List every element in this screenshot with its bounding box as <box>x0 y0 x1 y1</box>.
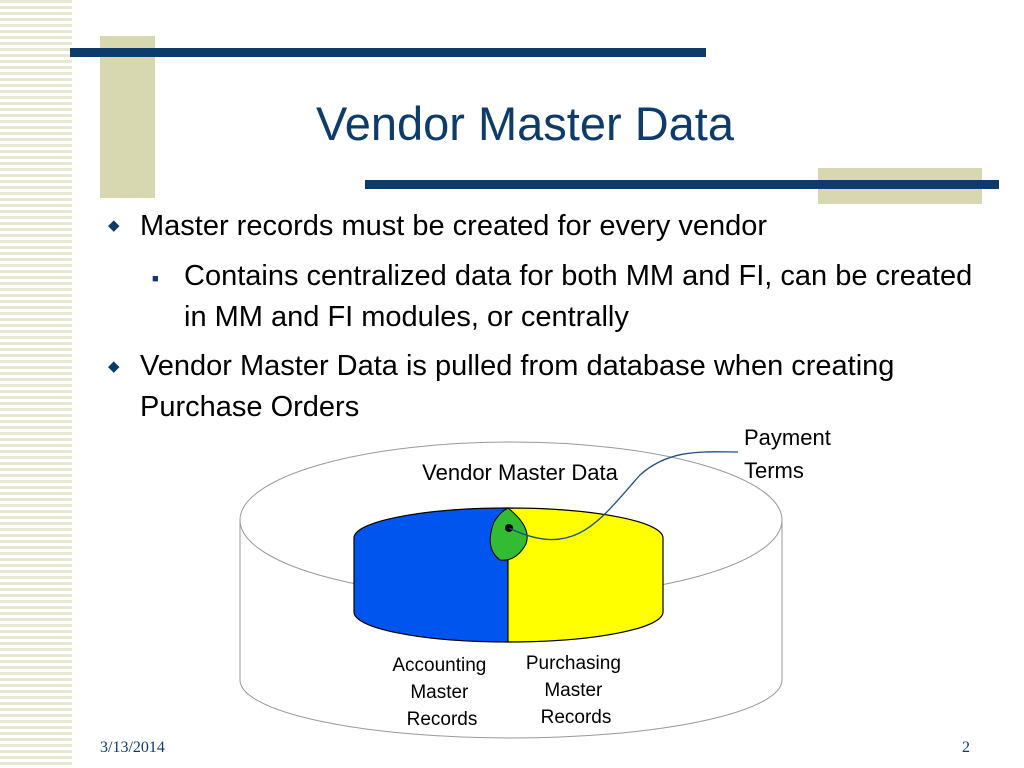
slide-title: Vendor Master Data <box>316 97 734 150</box>
bullet-master-records: Master records must be created for every… <box>140 210 767 242</box>
title-rule-top <box>70 48 706 57</box>
database-label: Vendor Master Data <box>422 460 618 485</box>
decorative-stripes <box>0 0 72 768</box>
callout-line <box>508 451 739 541</box>
footer-date: 3/13/2014 <box>100 739 165 756</box>
bullet-pulled-from-database: Vendor Master Data is pulled from databa… <box>140 350 895 423</box>
accounting-cylinder <box>353 507 509 643</box>
accounting-label: Accounting Master Records <box>392 655 491 730</box>
page-number: 2 <box>962 739 970 756</box>
purchasing-cylinder <box>507 507 664 643</box>
payment-terms-overlap <box>489 507 528 561</box>
sub-bullet-centralized-data: Contains centralized data for both MM an… <box>184 260 973 333</box>
square-bullet-icon: ■ <box>152 273 159 285</box>
title-rule-bottom <box>365 180 999 189</box>
purchasing-label: Purchasing Master Records <box>526 653 626 728</box>
decorative-block-left <box>100 36 155 198</box>
diamond-bullet-icon: ◆ <box>108 217 120 234</box>
diamond-bullet-icon: ◆ <box>108 358 120 375</box>
payment-terms-label: Payment Terms <box>744 425 837 483</box>
